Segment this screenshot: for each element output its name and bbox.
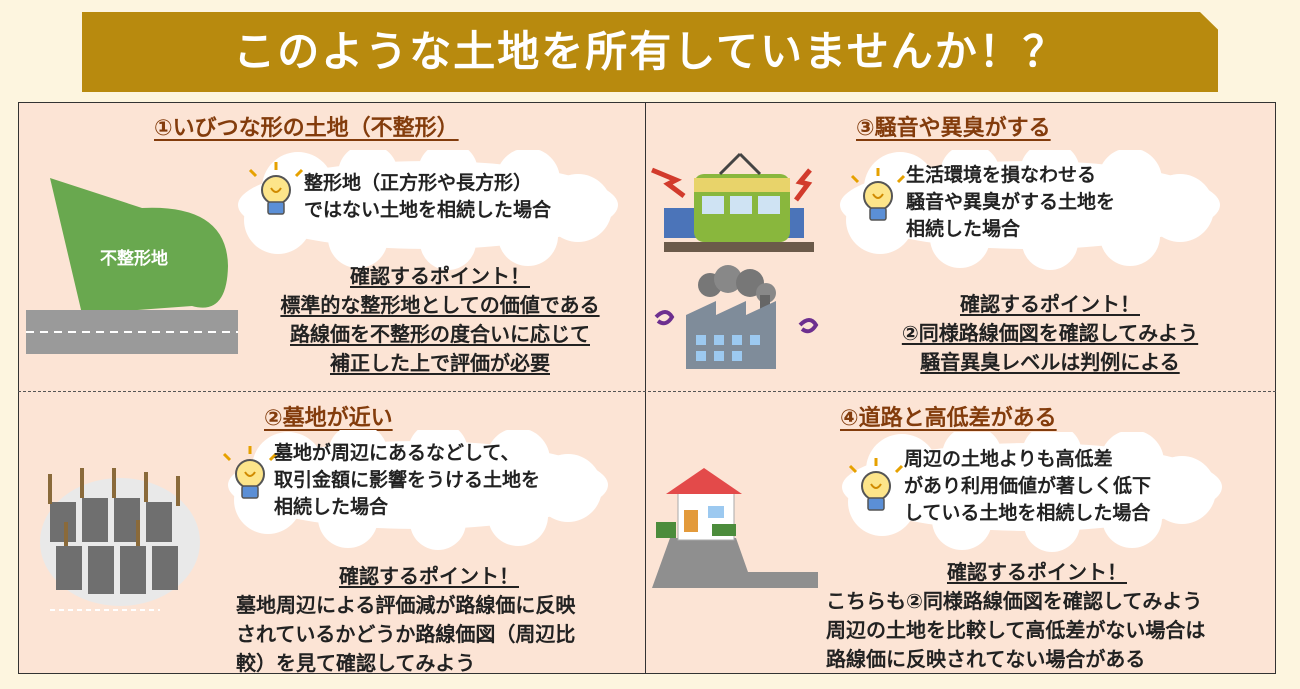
factory-illustration [654, 265, 819, 369]
train-illustration [651, 152, 814, 252]
section-2-heading: ②墓地が近い [264, 406, 393, 431]
section-1-point: 確認するポイント！ 標準的な整形地としての価値である 路線価を不整形の度合いに応… [280, 264, 600, 375]
irregular-land-label: 不整形地 [100, 249, 168, 269]
section-4-heading: ④道路と高低差がある [840, 406, 1057, 431]
section-4-bubble-text: 周辺の土地よりも高低差 があり利用価値が著しく低下 している土地を相続した場合 [904, 448, 1152, 524]
section-2-point: 確認するポイント！ 墓地周辺による評価減が路線価に反映 されているかどうか路線価… [236, 564, 576, 675]
section-3-point: 確認するポイント！ ②同様路線価図を確認してみよう 騒音異臭レベルは判例による [901, 292, 1199, 374]
section-3-bubble-text: 生活環境を損なわせる 騒音や異臭がする土地を 相続した場合 [906, 164, 1116, 240]
section-4-point: 確認するポイント！ こちらも②同様路線価図を確認してみよう 周辺の土地を比較して… [826, 560, 1206, 671]
page-title: このような土地を所有していませんか！？ [233, 27, 1067, 76]
cemetery-illustration [40, 468, 200, 611]
section-2-bubble-text: 墓地が周辺にあるなどして、 取引金額に影響をうける土地を 相続した場合 [274, 442, 541, 518]
section-1-heading: ①いびつな形の土地（不整形） [154, 116, 459, 141]
title-banner [82, 12, 1218, 92]
section-1-bubble-text: 整形地（正方形や長方形） ではない土地を相続した場合 [304, 172, 552, 221]
elevated-house-illustration [652, 468, 818, 588]
horizontal-divider [18, 391, 1276, 392]
irregular-land-illustration [26, 178, 238, 354]
vertical-divider [645, 102, 646, 674]
section-3-heading: ③騒音や異臭がする [856, 116, 1051, 141]
